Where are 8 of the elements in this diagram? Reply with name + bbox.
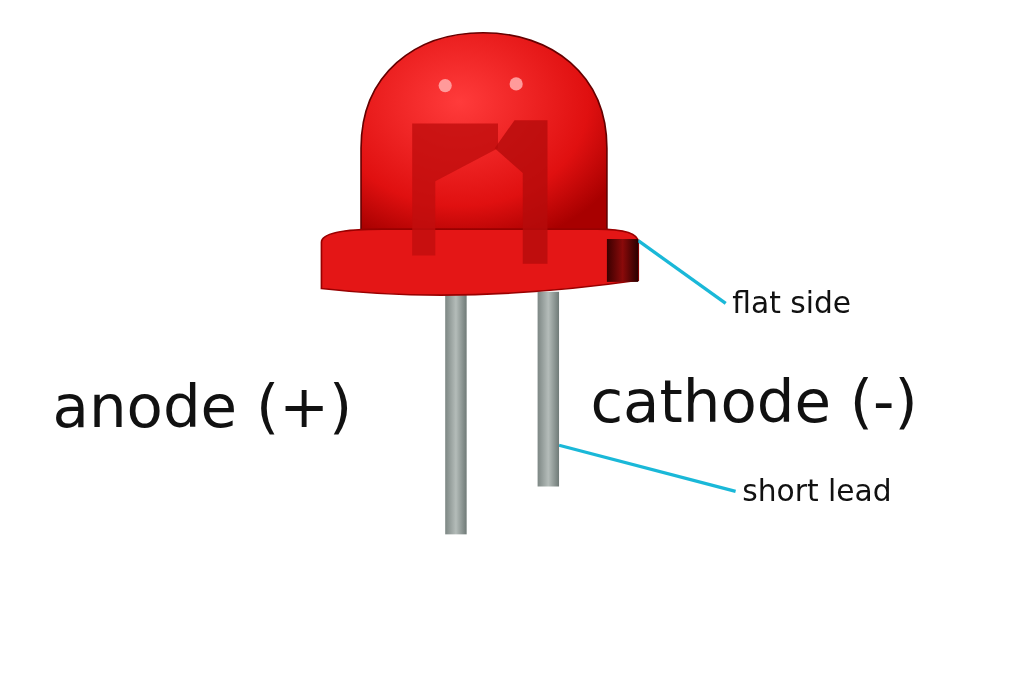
terminal-label: cathode (-) [590, 372, 918, 433]
leader-line [637, 239, 727, 305]
part-label: flat side [732, 288, 852, 319]
leader-line [558, 443, 736, 494]
terminal-label: anode (+) [52, 377, 353, 437]
part-label: short lead [742, 476, 892, 507]
flat-side-notch [606, 239, 639, 282]
lead-wire [537, 291, 560, 487]
